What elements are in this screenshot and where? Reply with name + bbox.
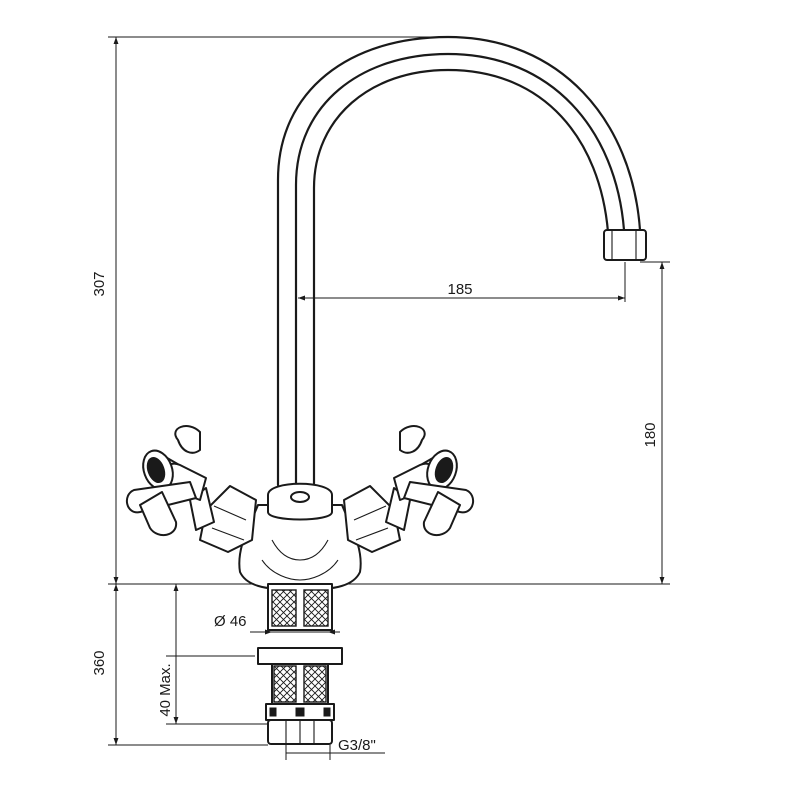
dimension-labels: 307 360 180 185 40 Max. Ø 46 G3/8" (91, 271, 659, 754)
knurled-shank-icon (303, 589, 329, 627)
knurled-shank-icon (271, 589, 297, 627)
label-total-height: 307 (91, 271, 108, 296)
extension-lines (108, 36, 670, 746)
label-shank-diameter: Ø 46 (214, 613, 247, 630)
knurled-shank-icon (273, 665, 297, 703)
label-spout-reach: 185 (447, 281, 472, 298)
label-spout-height: 180 (642, 422, 659, 447)
right-valve (343, 485, 411, 553)
spout (276, 35, 647, 487)
mixer-body (238, 482, 362, 591)
aerator (603, 229, 647, 261)
label-deck-thickness: 40 Max. (157, 663, 174, 716)
dimension-lines (113, 37, 665, 760)
label-shank-length: 360 (91, 650, 108, 675)
label-thread: G3/8" (338, 737, 376, 754)
cross-handle-icon (125, 425, 207, 537)
mounting-shanks (257, 583, 343, 745)
cross-handle-icon (393, 425, 475, 537)
knurled-shank-icon (303, 665, 327, 703)
